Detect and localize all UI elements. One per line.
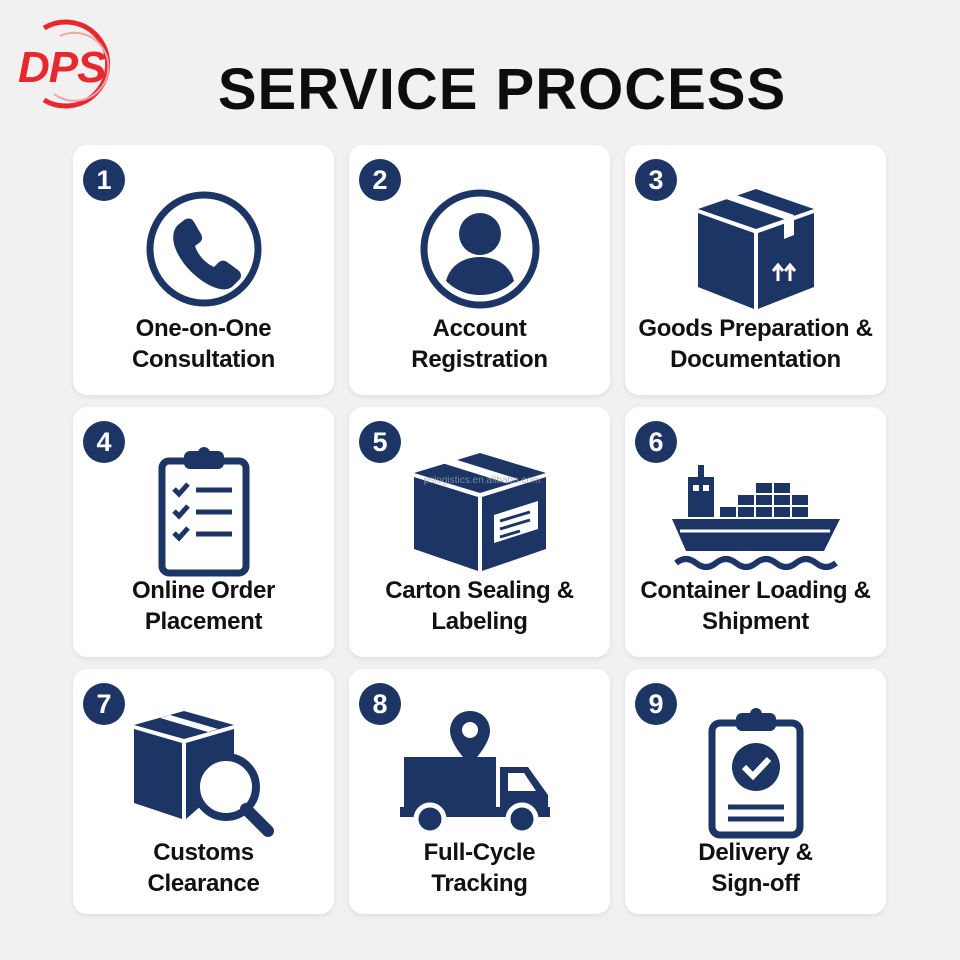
step-label: Goods Preparation &Documentation bbox=[638, 315, 873, 373]
step-card-delivery-signoff: 9 Delivery &Sign-off bbox=[625, 669, 886, 914]
clipboard-checklist-icon bbox=[134, 445, 274, 585]
dps-logo: DPS bbox=[14, 18, 142, 110]
step-label: Delivery &Sign-off bbox=[698, 839, 813, 897]
cargo-ship-icon bbox=[666, 445, 846, 585]
step-label: Carton Sealing &Labeling bbox=[385, 577, 574, 635]
step-card-carton-sealing: 5 pslogistics.en.alibaba.com Carton Seal… bbox=[349, 407, 610, 657]
svg-text:DPS: DPS bbox=[18, 43, 106, 92]
step-number-badge: 4 bbox=[83, 421, 125, 463]
user-icon bbox=[410, 183, 550, 323]
step-number-badge: 3 bbox=[635, 159, 677, 201]
step-number-badge: 6 bbox=[635, 421, 677, 463]
step-number-badge: 2 bbox=[359, 159, 401, 201]
box-magnifier-icon bbox=[133, 707, 274, 847]
step-number-badge: 1 bbox=[83, 159, 125, 201]
phone-icon bbox=[134, 183, 274, 323]
clipboard-check-icon bbox=[686, 707, 826, 847]
step-number-badge: 7 bbox=[83, 683, 125, 725]
labeled-box-icon bbox=[410, 445, 550, 585]
watermark: pslogistics.en.alibaba.com bbox=[423, 475, 541, 486]
step-label: Container Loading &Shipment bbox=[640, 577, 871, 635]
step-card-container-loading: 6 Container Loading &Shipment bbox=[625, 407, 886, 657]
package-icon bbox=[686, 183, 826, 323]
truck-location-icon bbox=[399, 707, 560, 847]
step-number-badge: 8 bbox=[359, 683, 401, 725]
page-title: SERVICE PROCESS bbox=[217, 57, 787, 122]
step-card-goods-preparation: 3 Goods Preparation &Documentation bbox=[625, 145, 886, 395]
step-number-badge: 5 bbox=[359, 421, 401, 463]
step-number-badge: 9 bbox=[635, 683, 677, 725]
